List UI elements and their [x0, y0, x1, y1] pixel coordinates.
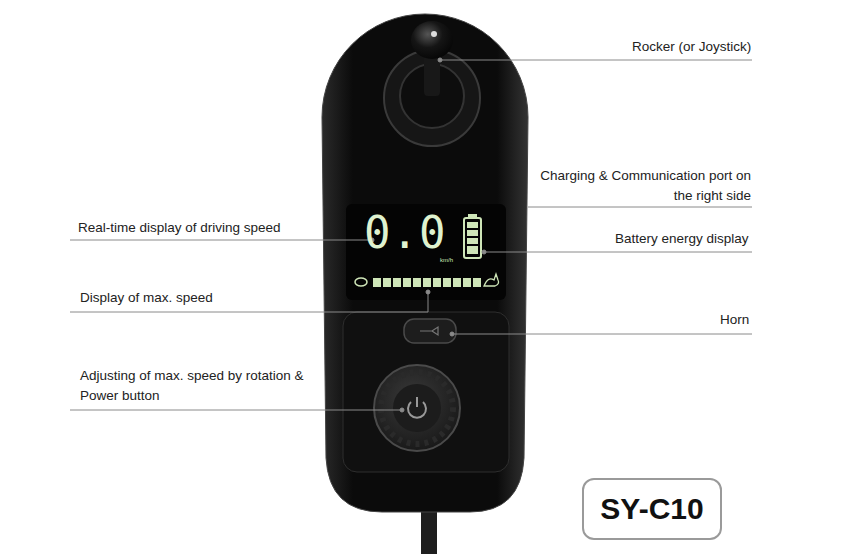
- rabbit-icon: [484, 274, 499, 286]
- part-label: Display of max. speed: [80, 288, 213, 308]
- battery-bar: [467, 230, 478, 236]
- battery-bar: [467, 238, 478, 244]
- part-label: Rocker (or Joystick): [632, 37, 751, 57]
- model-name: SY-C10: [600, 492, 703, 526]
- turtle-icon: [355, 278, 367, 286]
- part-label: Adjusting of max. speed by rotation & Po…: [80, 366, 310, 406]
- joystick-highlight: [431, 31, 437, 37]
- part-label: Battery energy display: [615, 229, 749, 249]
- part-label: Horn: [720, 310, 749, 330]
- dial-grip: [381, 372, 453, 444]
- battery-bar: [467, 222, 478, 228]
- leader-lines: [70, 58, 752, 412]
- power-icon: [416, 397, 418, 407]
- battery-icon: [464, 218, 481, 258]
- part-label: Real-time display of driving speed: [78, 218, 281, 238]
- battery-tip: [468, 214, 477, 218]
- part-label: Charging & Communication port on the rig…: [539, 166, 751, 206]
- speed-dial: [374, 365, 460, 451]
- battery-bar: [467, 246, 478, 254]
- horn-button: [404, 319, 456, 343]
- lower-panel: [343, 312, 509, 472]
- speed-readout: 0.0: [364, 208, 446, 258]
- display-panel: [346, 204, 506, 300]
- controller-body: [322, 14, 528, 512]
- speed-bars: [373, 278, 481, 287]
- model-box: SY-C10: [582, 478, 722, 540]
- unit-label: km/h: [440, 256, 453, 264]
- dial-center: [393, 384, 441, 432]
- horn-icon: [420, 327, 438, 335]
- joystick-ball: [411, 21, 453, 59]
